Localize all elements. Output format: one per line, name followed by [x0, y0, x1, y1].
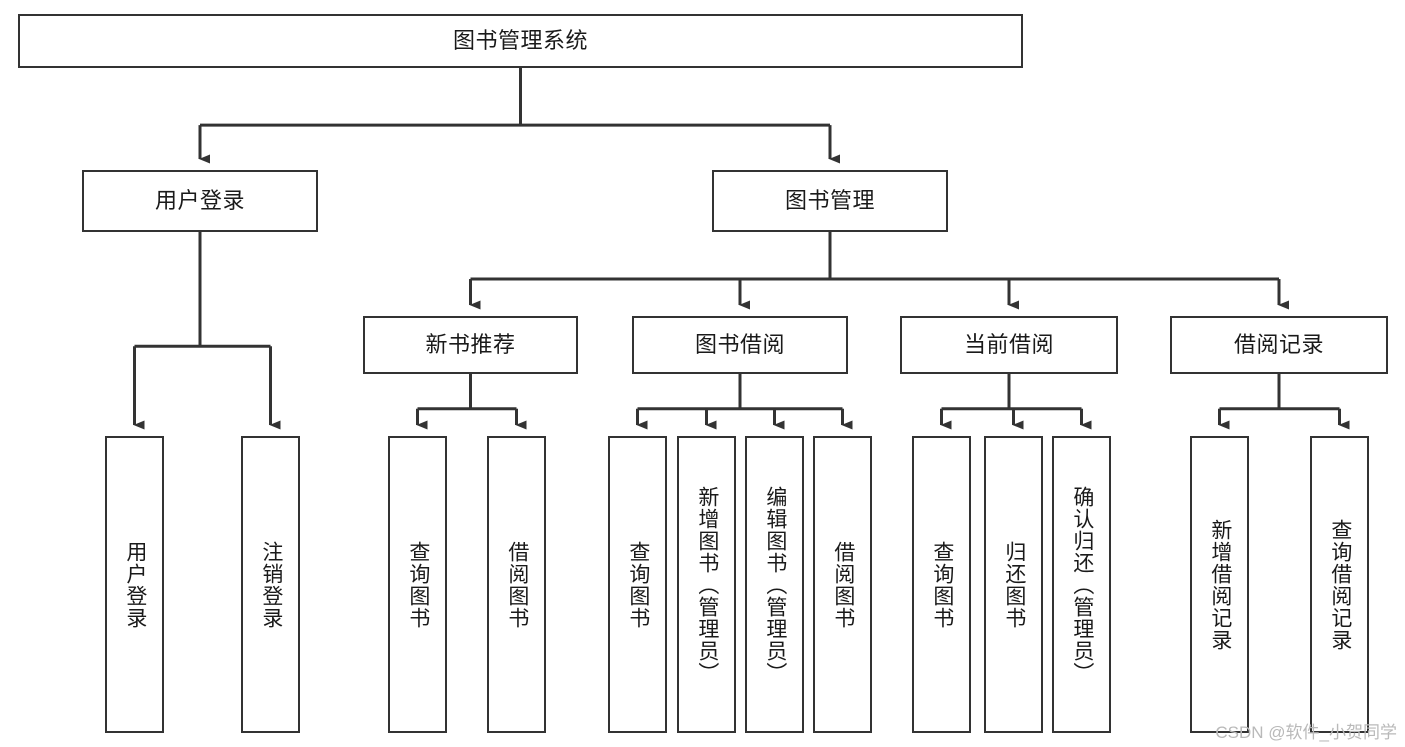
node-label: 查询图书: [930, 540, 954, 629]
node-label: 图书管理系统: [452, 27, 588, 53]
node-leaf-return-book[interactable]: 归还图书: [984, 436, 1043, 733]
node-leaf-query-book-rec[interactable]: 查询图书: [388, 436, 447, 733]
node-label: 借阅记录: [1233, 331, 1324, 357]
node-label: 图书借阅: [694, 331, 785, 357]
node-label: 注销登录: [259, 540, 283, 629]
node-leaf-user-login[interactable]: 用户登录: [105, 436, 164, 733]
node-label: 确认归还（管理员）: [1070, 485, 1094, 684]
node-leaf-query-book-cb[interactable]: 查询图书: [912, 436, 971, 733]
node-root[interactable]: 图书管理系统: [18, 14, 1023, 68]
node-book-borrow[interactable]: 图书借阅: [632, 316, 848, 374]
node-leaf-query-book-bb[interactable]: 查询图书: [608, 436, 667, 733]
node-label: 用户登录: [123, 540, 147, 629]
node-label: 借阅图书: [505, 540, 529, 629]
node-label: 用户登录: [154, 187, 245, 213]
node-leaf-borrow-book-rec[interactable]: 借阅图书: [487, 436, 546, 733]
node-leaf-edit-book[interactable]: 编辑图书（管理员）: [745, 436, 804, 733]
node-book-manage[interactable]: 图书管理: [712, 170, 948, 232]
node-user-login[interactable]: 用户登录: [82, 170, 318, 232]
node-label: 新增借阅记录: [1208, 518, 1232, 651]
node-label: 新书推荐: [425, 331, 516, 357]
node-leaf-borrow-book-bb[interactable]: 借阅图书: [813, 436, 872, 733]
node-borrow-record[interactable]: 借阅记录: [1170, 316, 1388, 374]
node-label: 查询借阅记录: [1328, 518, 1352, 651]
node-label: 编辑图书（管理员）: [763, 485, 787, 684]
node-leaf-logout[interactable]: 注销登录: [241, 436, 300, 733]
node-leaf-confirm-return[interactable]: 确认归还（管理员）: [1052, 436, 1111, 733]
node-label: 归还图书: [1002, 540, 1026, 629]
watermark-label: CSDN @软件_小贺同学: [1215, 723, 1397, 742]
node-label: 新增图书（管理员）: [695, 485, 719, 684]
node-leaf-add-book[interactable]: 新增图书（管理员）: [677, 436, 736, 733]
node-label: 查询图书: [406, 540, 430, 629]
node-leaf-add-record[interactable]: 新增借阅记录: [1190, 436, 1249, 733]
node-new-book-rec[interactable]: 新书推荐: [363, 316, 578, 374]
node-label: 借阅图书: [831, 540, 855, 629]
node-leaf-query-record[interactable]: 查询借阅记录: [1310, 436, 1369, 733]
node-label: 图书管理: [784, 187, 875, 213]
node-current-borrow[interactable]: 当前借阅: [900, 316, 1118, 374]
node-label: 当前借阅: [963, 331, 1054, 357]
node-label: 查询图书: [626, 540, 650, 629]
